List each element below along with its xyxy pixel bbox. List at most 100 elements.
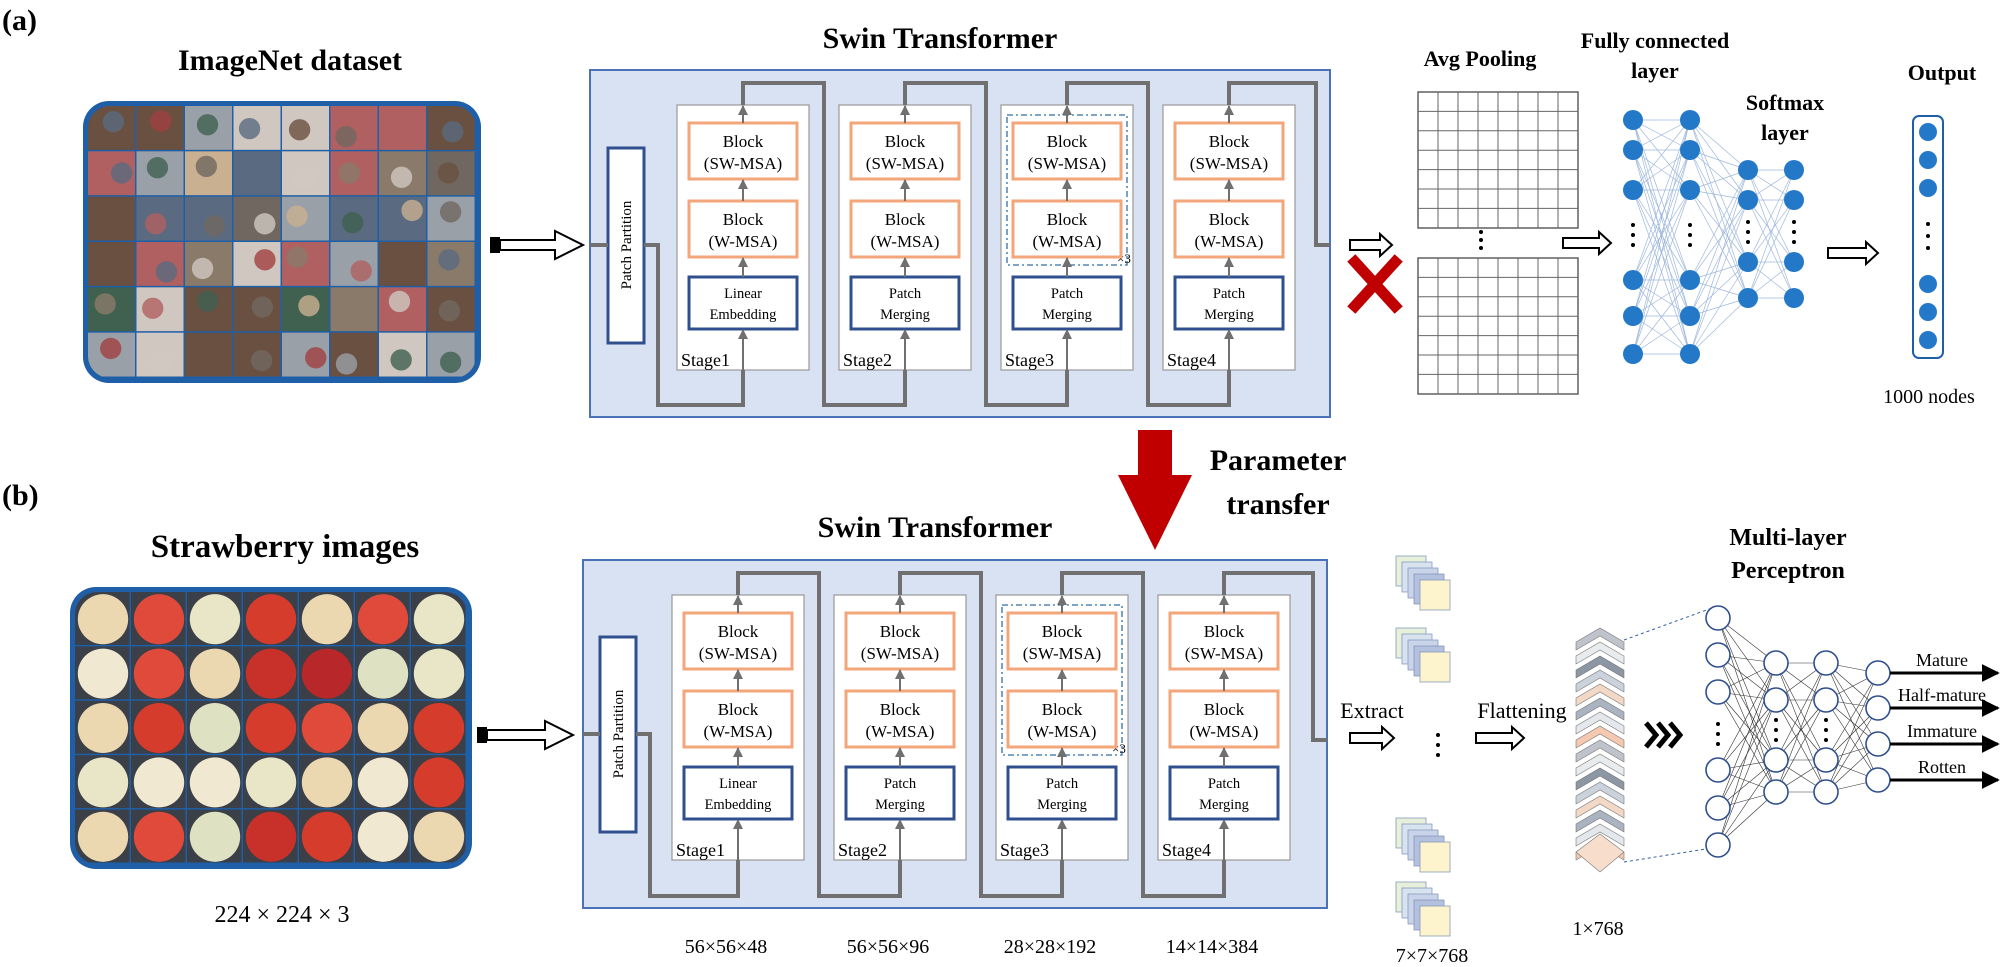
ellipsis-dot [1479, 238, 1483, 242]
neuron [1738, 288, 1758, 308]
thumbnail-object [442, 121, 464, 143]
edge [1825, 662, 1879, 745]
class-label: Rotten [1918, 757, 1966, 777]
strawberry [357, 648, 409, 699]
edge [1825, 672, 1879, 761]
thumbnail-object [439, 201, 462, 223]
neuron [1623, 110, 1643, 130]
block-label: (W-MSA) [1190, 722, 1259, 741]
edge [1632, 279, 1691, 317]
to-fc-arrow [1562, 229, 1613, 257]
edge [1632, 279, 1691, 355]
edge [1775, 662, 1827, 761]
strawberry [189, 757, 241, 808]
edge [1689, 199, 1749, 317]
block-label: (W-MSA) [871, 232, 940, 251]
strawberry [301, 702, 353, 754]
thumbnail-object [335, 353, 358, 375]
strawberry [189, 648, 241, 699]
thumbnail-object [251, 296, 274, 318]
block-label: Block [723, 132, 764, 151]
strawberry [245, 648, 297, 699]
block-label: Block [723, 210, 764, 229]
ellipsis-dot [1774, 738, 1778, 742]
stage-label: Stage2 [838, 840, 887, 860]
stage-dims: 56×56×96 [847, 936, 930, 958]
ellipsis-dot [1436, 753, 1440, 757]
edge [1689, 149, 1749, 201]
flattened-vector-cell [1575, 767, 1625, 791]
block-label: Linear [724, 286, 762, 302]
neuron [1680, 180, 1700, 200]
strawberry [413, 811, 465, 862]
neuron [1680, 306, 1700, 326]
thumbnail-object [288, 119, 311, 141]
block-label: (W-MSA) [1195, 232, 1264, 251]
mlp-title: Perceptron [1731, 558, 1845, 584]
thumbnail-object [338, 162, 361, 184]
edge [1632, 189, 1691, 281]
strawberry [245, 811, 297, 862]
flattened-vector-cell [1575, 627, 1625, 651]
block-label: Merging [1204, 307, 1254, 323]
output-node [1919, 275, 1937, 293]
block-label: Merging [875, 797, 925, 813]
stage-label: Stage3 [1005, 350, 1054, 370]
stage-label: Stage1 [676, 840, 725, 860]
output-nodes-label: 1000 nodes [1883, 386, 1975, 408]
chevron-icon [1656, 721, 1672, 749]
thumbnail-object [437, 162, 460, 184]
neuron [1623, 270, 1643, 290]
block-label: Block [1209, 210, 1250, 229]
block-label: Block [880, 622, 921, 641]
block-label: Block [880, 700, 921, 719]
connector [903, 81, 1069, 407]
connector [736, 571, 902, 898]
flattened-vector-cell [1575, 809, 1625, 833]
block-label: Patch [889, 286, 922, 302]
strawberry [133, 811, 185, 862]
patch-partition-label: Patch Partition [619, 200, 635, 289]
mlp-neuron [1763, 779, 1789, 805]
edge [1825, 699, 1879, 781]
block-label: Block [885, 132, 926, 151]
block-label: Block [1042, 700, 1083, 719]
flattened-vector-cell [1575, 725, 1625, 749]
edge [1689, 261, 1749, 317]
connector [1222, 571, 1327, 742]
block-label: Block [885, 210, 926, 229]
thumbnail-object [254, 249, 276, 271]
thumbnail-object [439, 351, 462, 373]
edge [1632, 149, 1691, 317]
ellipsis-dot [1631, 243, 1635, 247]
feature-map [1419, 905, 1451, 937]
patch-merging-block [1006, 765, 1118, 821]
ellipsis-dot [1688, 243, 1692, 247]
edge [1717, 654, 1777, 761]
block-label: Embedding [710, 307, 777, 323]
strawberry [133, 757, 185, 808]
thumbnail-object [254, 213, 276, 235]
strawberry [133, 702, 185, 754]
ellipsis-dot [1774, 718, 1778, 722]
mlp-neuron [1705, 757, 1731, 783]
stage-dims: 56×56×48 [685, 936, 768, 958]
thumbnail-object [350, 260, 372, 282]
edge [1632, 119, 1691, 281]
connector [741, 81, 907, 407]
to-pooling-arrow [1349, 231, 1394, 259]
thumbnail-object [305, 347, 327, 369]
flattened-vector-cell [1575, 697, 1625, 721]
mlp-neuron [1763, 747, 1789, 773]
block-label: (SW-MSA) [704, 154, 782, 173]
avg-pooling-label: Avg Pooling [1424, 46, 1537, 71]
thumbnail-object [150, 352, 172, 374]
block-label: (SW-MSA) [1023, 644, 1101, 663]
edge [1689, 297, 1749, 355]
strawberry [245, 702, 297, 754]
imagenet-image [83, 101, 481, 383]
feature-extractor-b: Extract7×7×768Flattening1×768Multi-layer… [1340, 525, 2000, 967]
block-label: Merging [1199, 797, 1249, 813]
thumbnail-object [286, 205, 308, 227]
output-node [1919, 331, 1937, 349]
